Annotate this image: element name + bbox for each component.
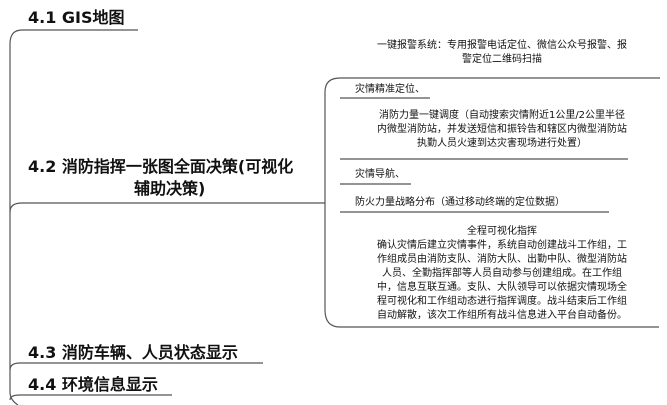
leaf-dispatch-line2: 内微型消防站，并发送短信和振铃告和辖区内微型消防站 [377, 124, 627, 135]
section-4-3-title: 4.3 消防车辆、人员状态显示 [28, 343, 238, 362]
section-4-4-title: 4.4 环境信息显示 [28, 375, 158, 394]
leaf-visual-line2: 作组成员由消防支队、消防大队、出勤中队、微型消防站 [377, 254, 627, 265]
leaf-disaster-locate: 灾情精准定位、 [355, 84, 425, 95]
leaf-alarm-line2: 警定位二维码扫描 [462, 54, 542, 65]
section-4-2-title-line2: 辅助决策) [134, 179, 206, 198]
leaf-visual-command: 全程可视化指挥 确认灾情后建立灾情事件，系统自动创建战斗工作组，工 作组成员由消… [343, 225, 661, 323]
leaf-visual-heading: 全程可视化指挥 [467, 226, 537, 237]
leaf-visual-line1: 确认灾情后建立灾情事件，系统自动创建战斗工作组，工 [377, 240, 627, 251]
leaf-disaster-navigation: 灾情导航、 [355, 169, 405, 180]
leaf-visual-line6: 自动解散，该次工作组所有战斗信息进入平台自动备份。 [377, 310, 627, 321]
leaf-visual-line3: 人员、全勤指挥部等人员自动参与创建组成。在工作组 [382, 268, 622, 279]
leaf-force-distribution: 防火力量战略分布（通过移动终端的定位数据） [355, 197, 565, 208]
leaf-force-dispatch: 消防力量一键调度（自动搜索灾情附近1公里/2公里半径 内微型消防站，并发送短信和… [343, 109, 661, 151]
leaf-dispatch-line3: 执勤人员火速到达灾害现场进行处置） [417, 138, 587, 149]
section-4-1-title: 4.1 GIS地图 [28, 8, 125, 27]
leaf-visual-line4: 中，信息互联互通。支队、大队领导可以依据灾情现场全 [377, 282, 627, 293]
leaf-visual-line5: 程可视化和工作组动态进行指挥调度。战斗结束后工作组 [377, 296, 627, 307]
leaf-dispatch-line1: 消防力量一键调度（自动搜索灾情附近1公里/2公里半径 [378, 110, 626, 121]
section-4-2-title-line1: 4.2 消防指挥一张图全面决策(可视化 [28, 157, 294, 176]
leaf-alarm-line1: 一键报警系统：专用报警电话定位、微信公众号报警、报 [377, 40, 627, 51]
leaf-alarm-system: 一键报警系统：专用报警电话定位、微信公众号报警、报 警定位二维码扫描 [343, 39, 661, 67]
